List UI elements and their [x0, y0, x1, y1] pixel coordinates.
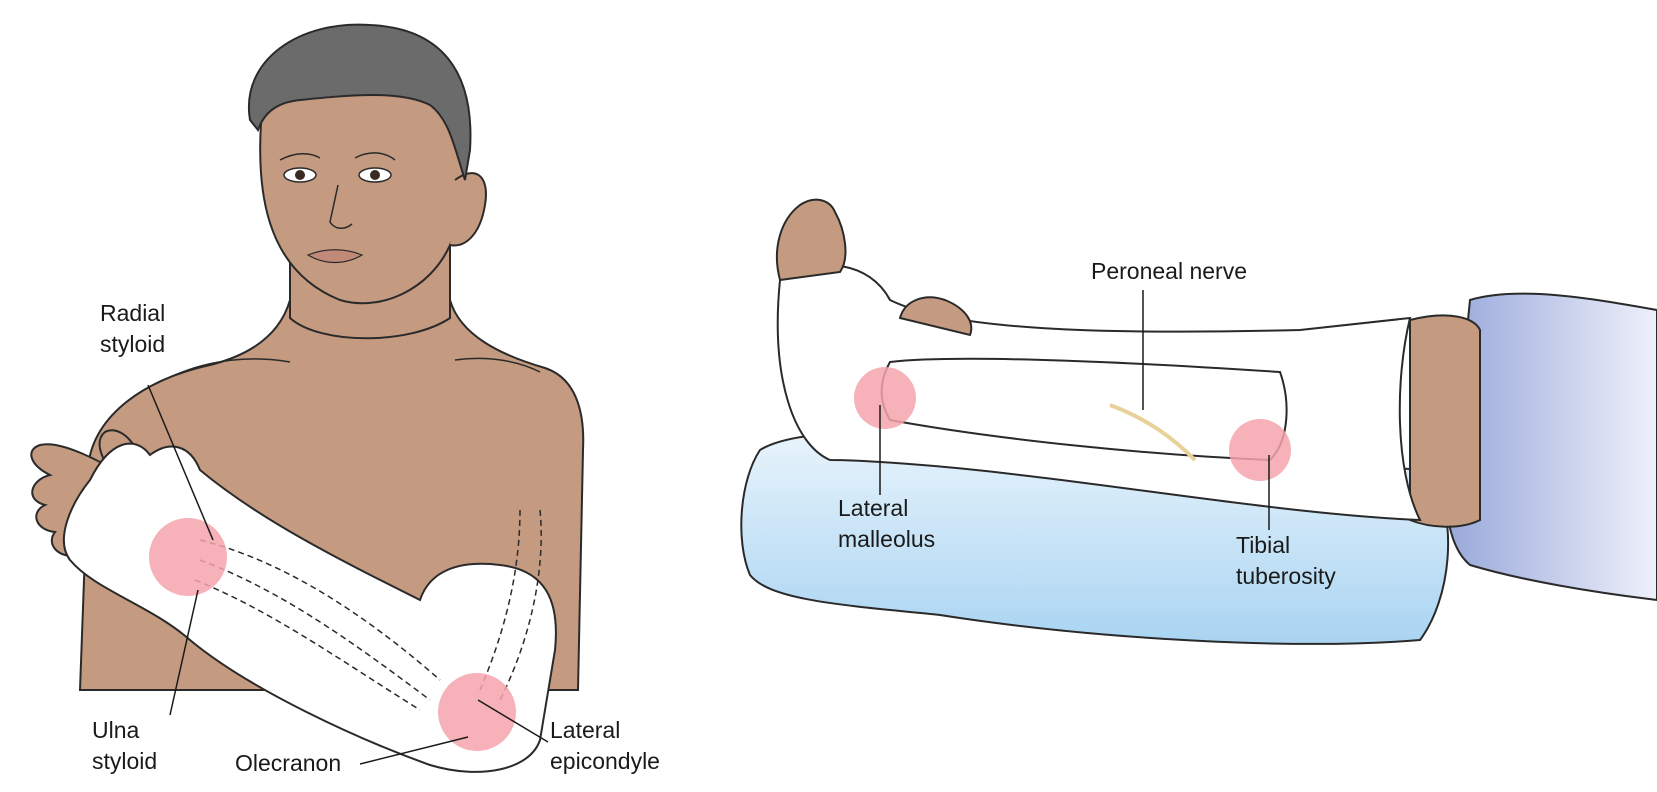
- label-tibial-tuberosity-line-1: Tibial: [1236, 532, 1291, 558]
- label-radial-styloid-line-2: styloid: [100, 331, 166, 357]
- label-ulna-styloid-line-1: Ulna: [92, 717, 140, 743]
- nose: [329, 184, 353, 229]
- label-olecranon: Olecranon: [235, 748, 341, 779]
- label-lateral-epicondyle-line-2: epicondyle: [550, 748, 660, 774]
- leader-olecranon: [359, 736, 469, 765]
- label-olecranon-text: Olecranon: [235, 750, 342, 776]
- label-peroneal-nerve: Peroneal nerve: [1091, 256, 1247, 287]
- pressure-point-elbow: [438, 673, 516, 751]
- ear: [449, 172, 487, 247]
- label-radial-styloid: Radial styloid: [100, 298, 165, 360]
- label-lateral-epicondyle-line-1: Lateral: [550, 717, 621, 743]
- label-lateral-malleolus: Lateral malleolus: [838, 493, 935, 555]
- clavicle-right: [454, 357, 541, 373]
- leader-radial-styloid: [147, 384, 214, 541]
- hair: [247, 23, 472, 181]
- toes-top: [776, 198, 847, 282]
- label-ulna-styloid: Ulna styloid: [92, 715, 157, 777]
- leader-ulna-styloid: [169, 589, 199, 716]
- label-tibial-tuberosity-line-2: tuberosity: [1236, 563, 1336, 589]
- label-lateral-epicondyle: Lateral epicondyle: [550, 715, 660, 777]
- label-radial-styloid-line-1: Radial: [100, 300, 166, 326]
- clavicle-left: [174, 358, 291, 376]
- label-ulna-styloid-line-2: styloid: [92, 748, 158, 774]
- label-lateral-malleolus-line-2: malleolus: [838, 526, 936, 552]
- label-lateral-malleolus-line-1: Lateral: [838, 495, 909, 521]
- leader-lateral-epicondyle: [477, 699, 549, 743]
- leg-cast-on-pillow: [740, 198, 1657, 645]
- label-peroneal-nerve-text: Peroneal nerve: [1091, 258, 1247, 284]
- knee-skin: [1409, 314, 1481, 528]
- pressure-point-radial-styloid: [149, 518, 227, 596]
- mouth: [306, 249, 364, 264]
- toes-side: [898, 296, 973, 337]
- pressure-point-tibial-tuberosity: [1229, 419, 1291, 481]
- pressure-point-lateral-malleolus: [854, 367, 916, 429]
- person-with-arm-cast: [30, 23, 585, 773]
- nerve: [1109, 403, 1197, 462]
- label-tibial-tuberosity: Tibial tuberosity: [1236, 530, 1336, 592]
